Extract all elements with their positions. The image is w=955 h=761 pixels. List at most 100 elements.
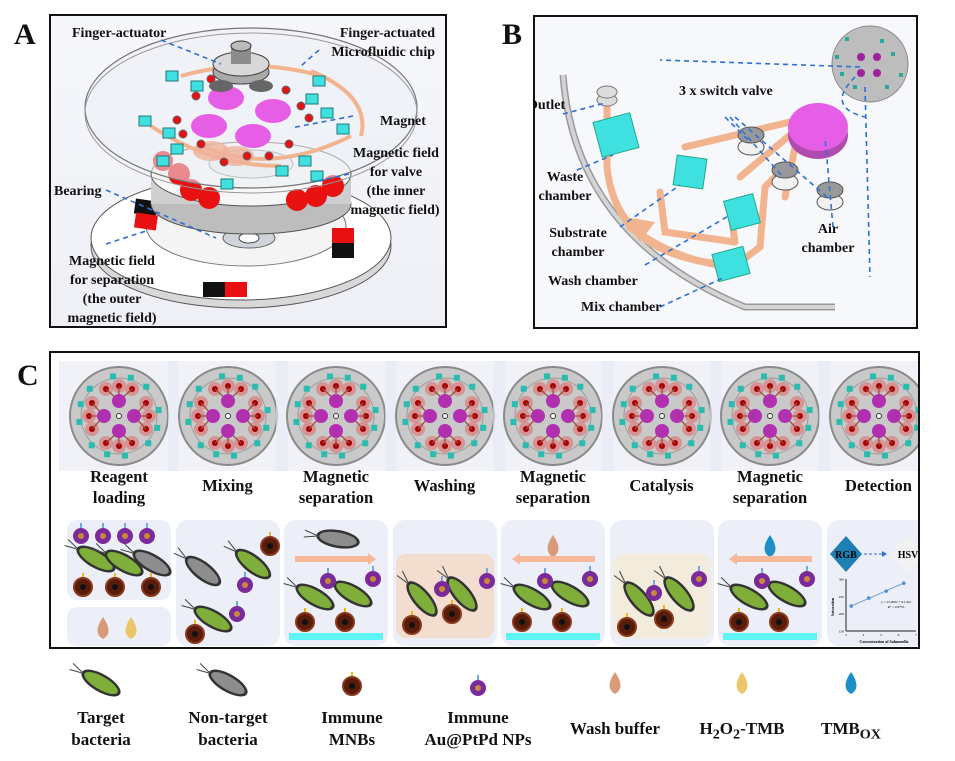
x-tick-label: 6 <box>897 633 899 637</box>
subscript: 2 <box>733 726 741 743</box>
immune-au-ptpd-np <box>433 576 450 597</box>
rgb-badge <box>829 536 862 572</box>
flow-arrow <box>729 553 812 565</box>
target-bacterium <box>69 663 121 697</box>
chip-state-illustration <box>384 361 505 471</box>
step-title: Catalysis <box>607 475 717 496</box>
chip-state-illustration <box>601 361 722 471</box>
immune-au-ptpd-np <box>95 523 111 544</box>
label-valve-field-2: for valve <box>369 165 423 180</box>
immune-mnb <box>335 608 355 632</box>
immune-au-ptpd-icon <box>470 675 486 696</box>
immune-au-ptpd-np <box>236 572 253 593</box>
x-tick-label: 5 <box>880 633 882 637</box>
immune-mnb <box>295 608 315 632</box>
panel-b: 3 x switch valve Outlet Waste chamber Su… <box>533 15 918 329</box>
data-point <box>901 581 906 585</box>
non-target-bacterium <box>303 529 360 549</box>
legend-line1: Immune <box>321 708 383 727</box>
label-substrate-1: Substrate <box>549 226 607 241</box>
x-tick-label: 3 <box>845 633 847 637</box>
data-point <box>848 604 853 608</box>
outer-magnets <box>133 198 354 297</box>
step-title: Washing <box>390 475 500 496</box>
step-title-line2: separation <box>515 488 591 507</box>
finger-actuator-knob <box>209 40 273 92</box>
label-air-1: Air <box>817 222 839 237</box>
legend-line1: Target <box>77 708 125 727</box>
wash-buffer-icon <box>609 672 621 694</box>
legend-label-tmb-ox: TMBOX <box>786 718 916 745</box>
scene-catalysis <box>609 520 714 646</box>
immune-au-ptpd-np <box>690 566 707 587</box>
chip-state-illustration <box>493 361 613 471</box>
label-switch-valve: 3 x switch valve <box>679 84 773 99</box>
immune-mnb <box>184 620 205 644</box>
step-title-line1: Detection <box>845 476 912 495</box>
immune-au-ptpd-np <box>478 568 495 589</box>
immune-au-ptpd-np <box>73 523 89 544</box>
tmb-ox-drop <box>845 672 857 694</box>
immune-mnb <box>512 608 532 632</box>
label-magnet: Magnet <box>380 114 426 129</box>
magnet-separation-bar <box>506 633 600 640</box>
step-title-line1: Magnetic <box>737 467 803 486</box>
data-point <box>866 596 871 600</box>
immune-mnb <box>141 573 161 597</box>
label-chip-line1: Finger-actuated <box>339 26 435 41</box>
hsv-label: HSV <box>897 550 918 561</box>
immune-au-ptpd-np <box>365 566 381 587</box>
immune-au-ptpd-np <box>470 675 486 696</box>
label-outlet: Outlet <box>535 98 566 113</box>
label-substrate-2: chamber <box>551 245 605 260</box>
immune-au-ptpd-np <box>582 566 598 587</box>
microfluidic-chip-disk <box>84 27 418 194</box>
x-tick-label: 4 <box>862 633 864 637</box>
legend-line2: Au@PtPd NPs <box>424 730 532 749</box>
label-sep-field-1: Magnetic field <box>69 254 155 269</box>
immune-au-ptpd-np <box>645 580 662 601</box>
label-chip-line2: Microfluidic chip <box>331 45 435 60</box>
step-title-line1: Magnetic <box>520 467 586 486</box>
immune-mnbs-icon <box>342 672 362 696</box>
label-valve-field-1: Magnetic field <box>353 146 439 161</box>
magnet-separation-bar <box>289 633 383 640</box>
target-bacterium <box>613 570 655 617</box>
target-bacterium <box>653 565 695 612</box>
label-bearing: Bearing <box>54 184 102 199</box>
step-title: Detection <box>824 475 919 496</box>
non-target-bacteria-icon <box>196 663 248 697</box>
immune-au-ptpd-np <box>754 568 770 589</box>
immune-au-ptpd-np <box>799 566 815 587</box>
wash-buffer-drop <box>547 535 559 557</box>
label-valve-field-3: (the inner <box>366 184 426 199</box>
text: TMB <box>821 719 860 738</box>
step-title-line1: Catalysis <box>629 476 694 495</box>
device-exploded-view <box>84 27 418 309</box>
immune-au-ptpd-np <box>117 523 133 544</box>
target-bacterium <box>436 565 478 612</box>
non-target-bacterium <box>120 543 172 577</box>
immune-mnb <box>729 608 749 632</box>
legend-line2: MNBs <box>328 730 376 749</box>
immune-mnb <box>342 672 362 696</box>
label-wash-chamber: Wash chamber <box>548 274 638 289</box>
x-axis-label: Concentration of Salmonella <box>859 639 908 644</box>
hsv-badge <box>889 536 918 572</box>
outlet-port <box>596 85 618 107</box>
label-mix-chamber: Mix chamber <box>581 300 662 315</box>
non-target-bacterium <box>173 547 221 587</box>
target-bacterium <box>500 577 552 611</box>
chip-state-illustration <box>710 361 830 471</box>
wash-buffer-drop <box>97 617 109 639</box>
chambers-cyan <box>592 112 761 283</box>
panel-a: Finger-actuator Finger-actuated Microflu… <box>49 14 447 328</box>
label-sep-field-4: magnetic field) <box>67 311 157 326</box>
flow-arrow <box>295 553 376 565</box>
